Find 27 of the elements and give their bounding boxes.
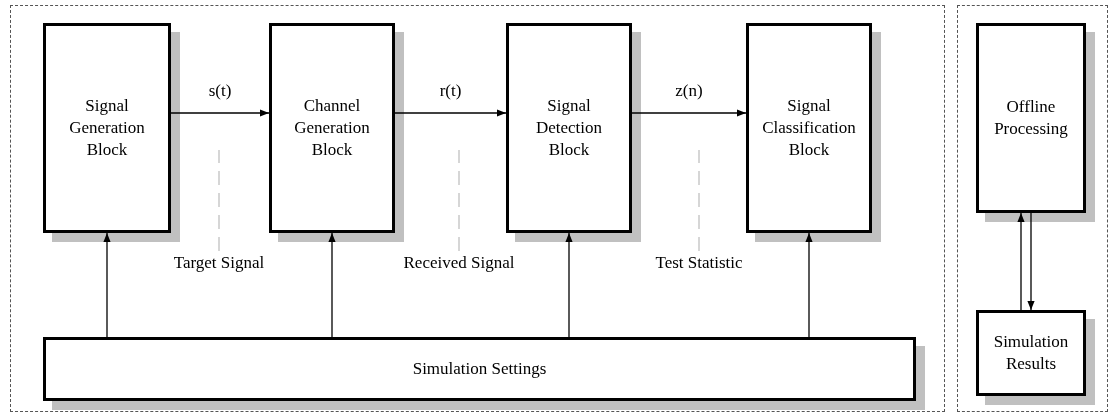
dashed-frame bbox=[10, 5, 945, 412]
arrow bbox=[394, 109, 507, 117]
block-label: Signal Detection Block bbox=[534, 94, 604, 162]
leader-line bbox=[458, 149, 460, 252]
edge-label: r(t) bbox=[437, 81, 464, 101]
arrow bbox=[1017, 212, 1025, 311]
block-label: Simulation Results bbox=[992, 330, 1070, 375]
arrow bbox=[170, 109, 270, 117]
dashed-frame bbox=[957, 5, 1108, 412]
leader-line bbox=[218, 149, 220, 252]
edge-label: s(t) bbox=[206, 81, 234, 101]
arrow bbox=[328, 232, 336, 338]
block-label: Signal Generation Block bbox=[68, 94, 146, 162]
arrow bbox=[565, 232, 573, 338]
arrow bbox=[805, 232, 813, 338]
signal-label: Target Signal bbox=[151, 251, 287, 275]
block-label: Channel Generation Block bbox=[293, 94, 371, 162]
signal-label: Test Statistic bbox=[631, 251, 767, 275]
arrow bbox=[631, 109, 747, 117]
signal-label: Received Signal bbox=[379, 251, 539, 275]
block-label: Simulation Settings bbox=[411, 357, 548, 380]
block-label: Offline Processing bbox=[993, 95, 1069, 140]
arrow bbox=[103, 232, 111, 338]
leader-line bbox=[698, 149, 700, 252]
arrow bbox=[1027, 212, 1035, 311]
block-label: Signal Classification Block bbox=[761, 94, 857, 162]
edge-label: z(n) bbox=[673, 81, 705, 101]
